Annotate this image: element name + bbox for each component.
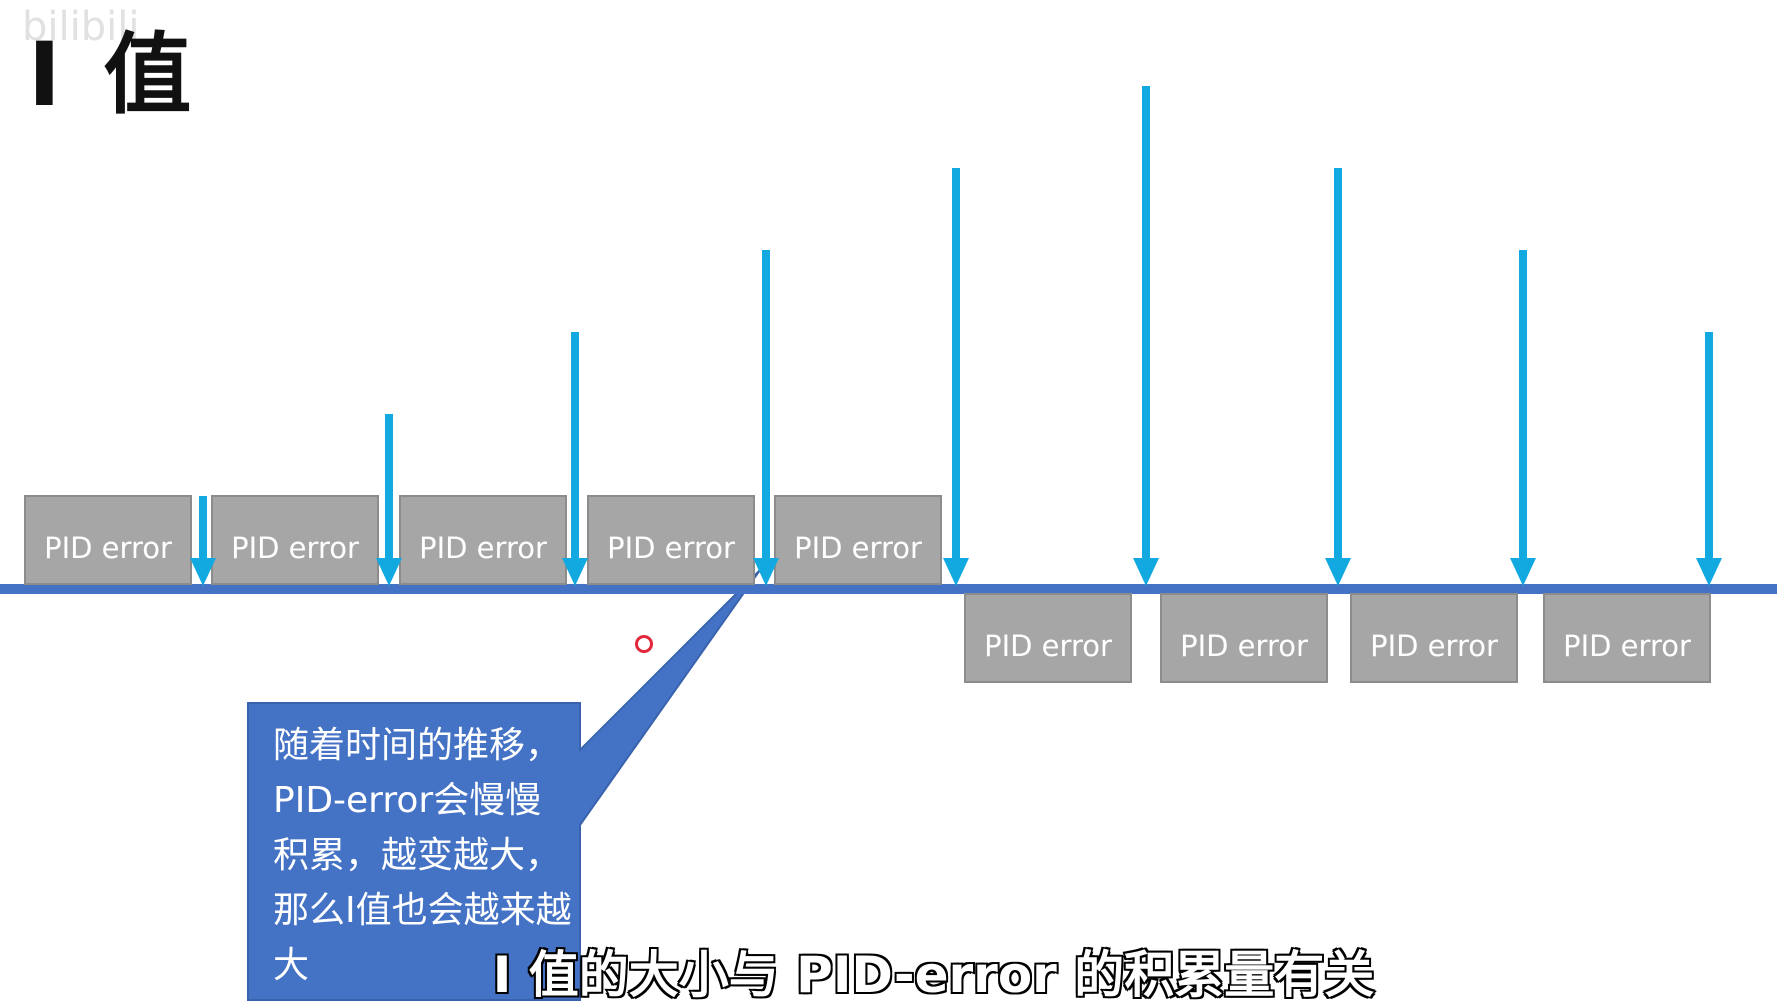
pid-error-box: PID error xyxy=(1160,593,1328,683)
pid-error-label: PID error xyxy=(984,629,1112,663)
pid-error-box: PID error xyxy=(399,495,567,585)
time-axis xyxy=(0,584,1777,594)
cursor-pointer-icon xyxy=(635,635,653,653)
pid-error-box-bg xyxy=(1543,593,1711,683)
pid-error-label: PID error xyxy=(1563,629,1691,663)
arrow-head xyxy=(1325,558,1351,586)
slide-title: I 值 xyxy=(28,23,198,126)
pid-error-box-bg xyxy=(211,495,379,585)
callout-bubble xyxy=(247,569,761,1001)
arrow-head xyxy=(753,558,779,586)
pid-error-box-bg xyxy=(774,495,942,585)
arrow-shaft xyxy=(385,414,393,562)
pid-error-label: PID error xyxy=(419,531,547,565)
pid-error-label: PID error xyxy=(44,531,172,565)
pid-error-label: PID error xyxy=(1180,629,1308,663)
pid-error-label: PID error xyxy=(794,531,922,565)
pid-error-box-bg xyxy=(964,593,1132,683)
arrow-head xyxy=(1696,558,1722,586)
pid-error-box: PID error xyxy=(1350,593,1518,683)
arrow-shaft xyxy=(1334,168,1342,562)
accumulation-arrow xyxy=(1510,250,1536,586)
pid-error-box: PID error xyxy=(774,495,942,585)
pid-error-box-bg xyxy=(24,495,192,585)
arrow-shaft xyxy=(199,496,207,562)
pid-error-box: PID error xyxy=(587,495,755,585)
arrow-head xyxy=(1133,558,1159,586)
arrow-shaft xyxy=(762,250,770,562)
pid-error-box-bg xyxy=(1160,593,1328,683)
pid-error-label: PID error xyxy=(231,531,359,565)
arrow-shaft xyxy=(952,168,960,562)
accumulation-arrow xyxy=(943,168,969,586)
accumulation-arrow xyxy=(1133,86,1159,586)
pid-error-box: PID error xyxy=(24,495,192,585)
arrow-head xyxy=(376,558,402,586)
arrow-shaft xyxy=(571,332,579,562)
pid-error-label: PID error xyxy=(607,531,735,565)
arrow-head xyxy=(190,558,216,586)
pid-error-box: PID error xyxy=(1543,593,1711,683)
watermark: bilibili xyxy=(22,4,140,50)
arrow-shaft xyxy=(1142,86,1150,562)
accumulation-arrow xyxy=(376,414,402,586)
accumulation-arrow xyxy=(1696,332,1722,586)
arrow-shaft xyxy=(1705,332,1713,562)
pid-error-box: PID error xyxy=(211,495,379,585)
accumulation-arrows xyxy=(190,86,1722,586)
accumulation-arrow xyxy=(562,332,588,586)
arrow-head xyxy=(943,558,969,586)
arrow-head xyxy=(562,558,588,586)
accumulation-arrow xyxy=(753,250,779,586)
accumulation-arrow xyxy=(1325,168,1351,586)
pid-error-label: PID error xyxy=(1370,629,1498,663)
pid-error-box-bg xyxy=(1350,593,1518,683)
arrow-head xyxy=(1510,558,1536,586)
pid-error-box: PID error xyxy=(964,593,1132,683)
arrow-shaft xyxy=(1519,250,1527,562)
accumulation-arrow xyxy=(190,496,216,586)
callout-text: 随着时间的推移，PID-error会慢慢积累，越变越大，那么I值也会越来越大 xyxy=(273,725,572,986)
pid-error-box-bg xyxy=(587,495,755,585)
video-subtitle: I 值的大小与 PID-error 的积累量有关 xyxy=(491,945,1376,1006)
pid-error-box-bg xyxy=(399,495,567,585)
